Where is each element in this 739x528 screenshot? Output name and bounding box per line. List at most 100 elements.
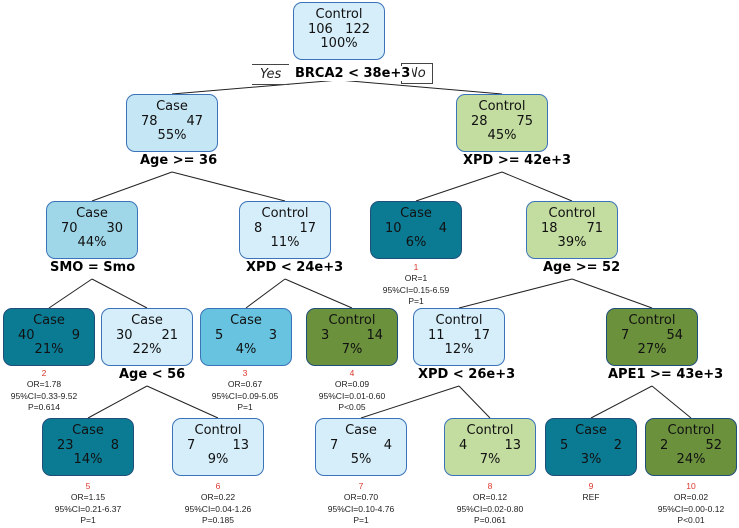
tree-edge-n8-n14 [146,385,219,419]
node-count-left: 7 [187,437,196,453]
node-percent: 3% [580,452,602,468]
leaf-number: 1 [413,262,419,272]
split-label-s0: BRCA2 < 38e+3 [293,66,413,81]
leaf-number: 10 [686,481,696,491]
leaf-stat-line: P<0.05 [338,402,366,413]
node-percent: 5% [350,452,372,468]
tree-edge-n2-n6 [501,171,573,202]
leaf-stat-line: P=0.614 [28,402,60,413]
leaf-stat-line: OR=0.67 [227,379,263,390]
tree-edge-n12-n18 [651,385,692,419]
node-percent: 44% [77,235,107,251]
tree-edge-n1-n3 [91,171,173,202]
tree-edge-n6-n11 [458,278,573,309]
tree-edge-n6-n12 [571,278,653,309]
node-counts: 2 52 [646,437,736,453]
leaf-number: 8 [487,481,493,491]
node-count-left: 2 [660,437,669,453]
node-class-label: Case [72,423,104,438]
node-count-left: 4 [459,437,468,453]
node-percent: 12% [444,342,474,358]
leaf-number: 9 [588,481,594,491]
node-class-label: Control [435,313,483,328]
node-count-right: 30 [106,220,123,236]
node-count-right: 17 [299,220,316,236]
node-count-left: 7 [621,327,630,343]
node-count-right: 13 [232,437,249,453]
node-count-left: 40 [18,327,35,343]
node-count-left: 7 [330,437,339,453]
node-count-left: 30 [116,327,133,343]
node-count-left: 70 [61,220,78,236]
split-label-s6: Age < 56 [117,367,188,382]
node-class-label: Control [628,313,676,328]
node-count-right: 54 [666,327,683,343]
node-count-left: 3 [321,327,330,343]
node-class-label: Case [156,99,188,114]
node-percent: 55% [157,128,187,144]
leaf-stat-line: OR=0.02 [673,492,709,503]
node-count-left: 11 [428,327,445,343]
node-count-right: 8 [110,437,119,453]
leaf-stat-line: OR=0.70 [343,492,379,503]
node-class-label: Case [400,206,432,221]
leaf-stat-line: P<0.01 [677,515,705,526]
node-count-right: 71 [586,220,603,236]
node-count-left: 8 [254,220,263,236]
leaf-stat-line: 95%CI=0.33-9.52 [10,390,78,401]
node-class-label: Control [466,423,514,438]
leaf-stat-line: P=1 [80,515,96,526]
split-label-s5: Age >= 52 [541,260,623,275]
node-count-right: 3 [268,327,277,343]
tree-edge-n12-n17 [590,385,653,419]
leaf-stat-line: OR=0.22 [200,492,236,503]
node-class-label: Control [667,423,715,438]
node-class-label: Control [194,423,242,438]
node-percent: 7% [479,452,501,468]
node-class-label: Control [315,7,363,22]
node-count-right: 17 [473,327,490,343]
node-counts: 11 17 [414,327,504,343]
leaf-number: 7 [358,481,364,491]
node-count-right: 4 [438,220,447,236]
tree-edge-n3-n8 [91,278,148,309]
leaf-stat-line: 95%CI=0.21-6.37 [54,503,122,514]
node-count-right: 2 [613,437,622,453]
tree-edge-n11-n15 [360,385,460,419]
node-percent: 7% [341,342,363,358]
leaf-stat-line: 95%CI=0.15-6.59 [382,284,450,295]
node-class-label: Control [548,206,596,221]
node-count-right: 52 [705,437,722,453]
tree-edge-n0-n1 [171,79,340,95]
node-percent: 27% [637,342,667,358]
node-count-left: 5 [215,327,224,343]
leaf-stat-line: OR=1.78 [26,379,62,390]
leaf-stat-line: P=0.185 [202,515,234,526]
leaf-stat-line: 95%CI=0.09-5.05 [211,390,279,401]
tree-edge-n4-n10 [284,278,353,309]
tree-edge-n2-n5 [415,171,503,202]
leaf-stat-line: P=1 [408,296,424,307]
node-class-label: Case [230,313,262,328]
node-count-right: 75 [516,113,533,129]
